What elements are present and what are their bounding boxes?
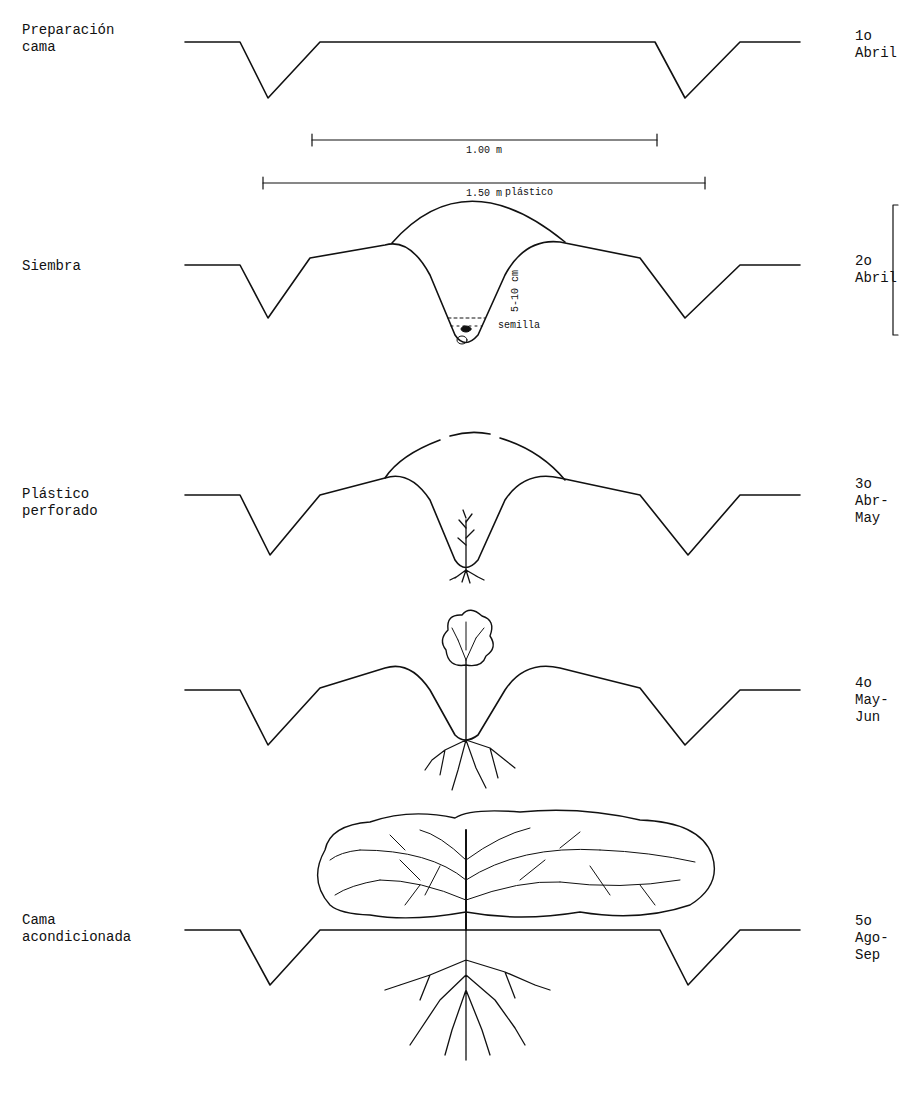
mature-plant: [318, 810, 715, 1060]
dimension-label: 1.00 m: [464, 145, 504, 157]
seedling: [450, 510, 484, 583]
young-plant: [425, 610, 515, 790]
bed-profile: [185, 476, 800, 567]
stage-name: Preparación cama: [22, 22, 132, 56]
dimension-label: 5-10 cm: [510, 270, 522, 312]
part-label: plástico: [505, 187, 553, 199]
date-label: 3o Abr-May: [855, 476, 907, 527]
perforated-plastic: [385, 432, 565, 480]
stage-name: Plástico perforado: [22, 486, 132, 520]
date-label: 5o Ago-Sep: [855, 913, 907, 964]
stage-name: Cama acondicionada: [22, 912, 132, 946]
part-label: semilla: [498, 320, 540, 332]
bed-profile: [185, 930, 800, 985]
dimension-label: 1.50 m: [464, 188, 504, 200]
seed-water: [448, 318, 485, 344]
bed-profile: [185, 666, 800, 745]
stage-name: Siembra: [22, 258, 132, 275]
plastic-cover: [392, 201, 565, 243]
date-label: 2o Abril: [855, 253, 907, 287]
bed-profile: [185, 242, 800, 343]
dimension-lines: [263, 134, 705, 189]
date-label: 4o May-Jun: [855, 675, 907, 726]
date-label: 1o Abril: [855, 28, 907, 62]
bed-profile: [185, 42, 800, 98]
